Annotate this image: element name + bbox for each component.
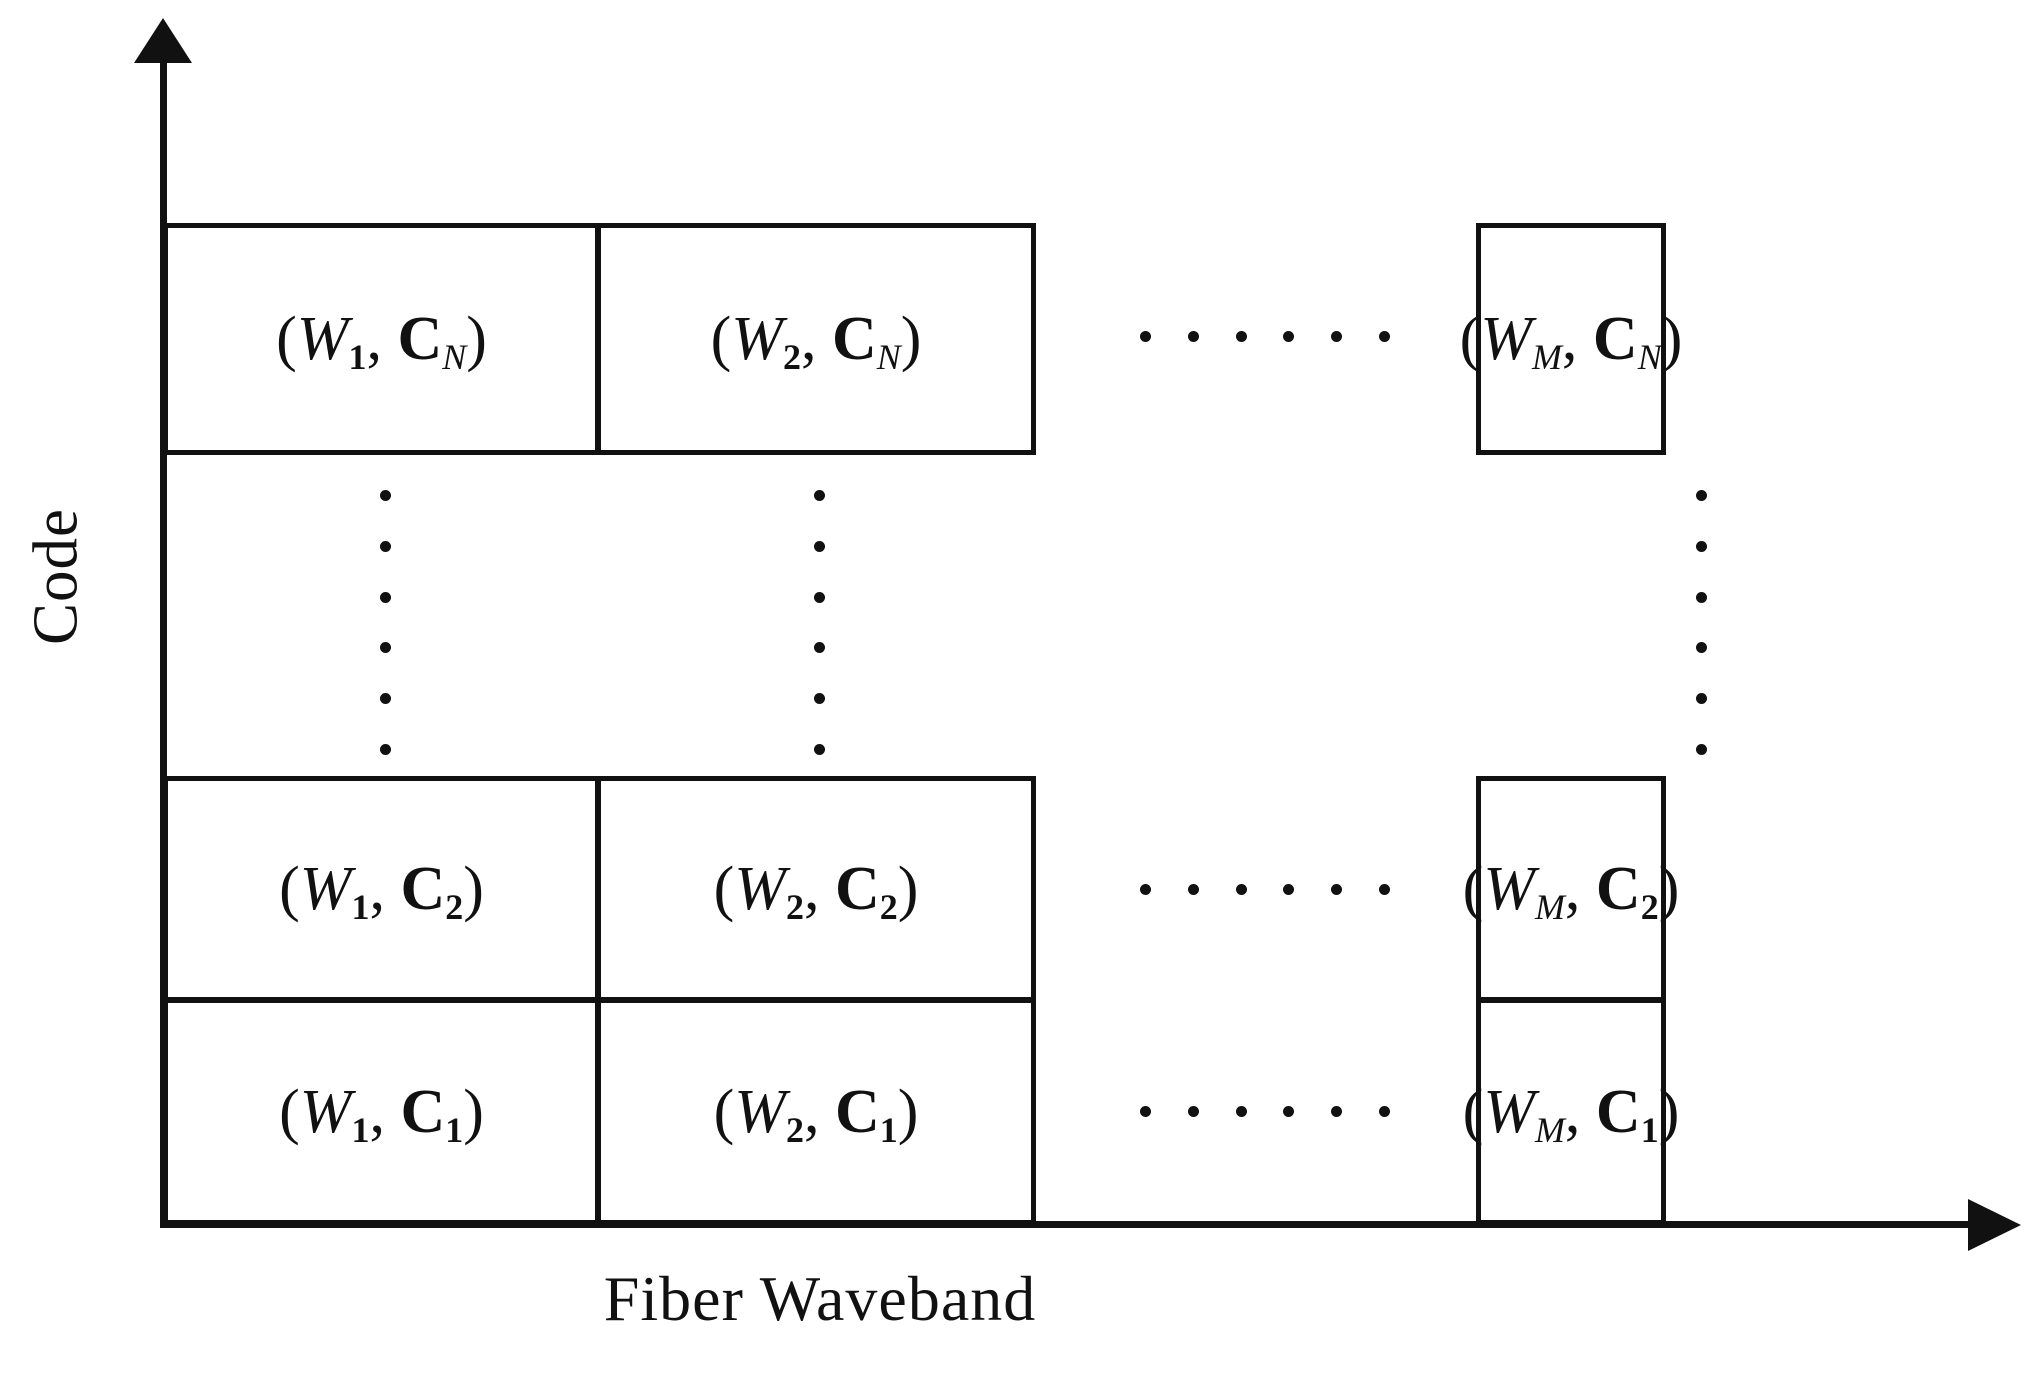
y-axis-line (160, 36, 167, 1228)
ellipsis-dot (1378, 330, 1390, 342)
ellipsis-dot (1378, 883, 1390, 895)
ellipsis-dot (1140, 1105, 1151, 1117)
ellipsis-dot (1695, 540, 1707, 552)
ellipsis-dot (1378, 1105, 1390, 1117)
ellipsis-dot (1695, 490, 1707, 501)
ellipsis-dot (1331, 330, 1343, 342)
ellipsis-dot (1695, 693, 1707, 705)
y-axis-arrow-icon (134, 18, 192, 63)
ellipsis-dot (1187, 1105, 1199, 1117)
ellipsis-dot (1235, 1105, 1247, 1117)
ellipsis-dot (1235, 883, 1247, 895)
x-axis-line (160, 1221, 2000, 1228)
grid-cell-wM-c1 (1476, 998, 1666, 1225)
ellipsis-dot (1140, 330, 1151, 342)
grid-cell-w2-c1: (W2, C1) (596, 998, 1036, 1225)
ellipsis-dot (1695, 591, 1707, 603)
ellipsis-dot (1283, 330, 1295, 342)
x-axis-arrow-icon (1968, 1199, 2021, 1251)
ellipsis-dot (813, 490, 825, 501)
ellipsis-dot (1331, 883, 1343, 895)
ellipsis-dot (813, 642, 825, 654)
ellipsis-dot (1695, 743, 1707, 755)
row-ellipsis-c1 (1140, 1104, 1390, 1118)
cell-label-w1-c2: (W1, C2) (279, 855, 484, 928)
cell-label-w2-c1: (W2, C1) (713, 1077, 919, 1150)
grid-cell-w2-cN: (W2, CN) (596, 223, 1036, 455)
column-ellipsis-wM (1694, 490, 1708, 755)
y-axis-label: Code (20, 508, 91, 645)
ellipsis-dot (1187, 330, 1199, 342)
ellipsis-dot (813, 693, 825, 705)
grid-cell-w1-c2: (W1, C2) (163, 776, 600, 1002)
row-ellipsis-cN (1140, 329, 1390, 343)
x-axis-label: Fiber Waveband (603, 1263, 1037, 1334)
ellipsis-dot (379, 743, 391, 755)
ellipsis-dot (1283, 1105, 1295, 1117)
cell-label-w2-c2: (W2, C2) (713, 855, 919, 928)
cell-label-w1-c1: (W1, C1) (279, 1077, 484, 1150)
grid-cell-wM-cN (1476, 223, 1666, 455)
column-ellipsis-w1 (378, 490, 392, 755)
ellipsis-dot (1695, 642, 1707, 654)
ellipsis-dot (379, 490, 391, 501)
grid-cell-w1-c1: (W1, C1) (163, 998, 600, 1225)
ellipsis-dot (813, 743, 825, 755)
ellipsis-dot (379, 540, 391, 552)
row-ellipsis-c2 (1140, 882, 1390, 896)
ellipsis-dot (1140, 883, 1151, 895)
ellipsis-dot (379, 591, 391, 603)
ellipsis-dot (379, 642, 391, 654)
cell-label-w2-cN: (W2, CN) (710, 305, 922, 378)
ellipsis-dot (379, 693, 391, 705)
ellipsis-dot (1283, 883, 1295, 895)
grid-cell-w2-c2: (W2, C2) (596, 776, 1036, 1002)
column-ellipsis-w2 (812, 490, 826, 755)
ellipsis-dot (1187, 883, 1199, 895)
grid-cell-wM-c2 (1476, 776, 1666, 1002)
ellipsis-dot (1235, 330, 1247, 342)
ellipsis-dot (813, 540, 825, 552)
ellipsis-dot (813, 591, 825, 603)
ellipsis-dot (1331, 1105, 1343, 1117)
cell-label-w1-cN: (W1, CN) (276, 305, 487, 378)
grid-cell-w1-cN: (W1, CN) (163, 223, 600, 455)
